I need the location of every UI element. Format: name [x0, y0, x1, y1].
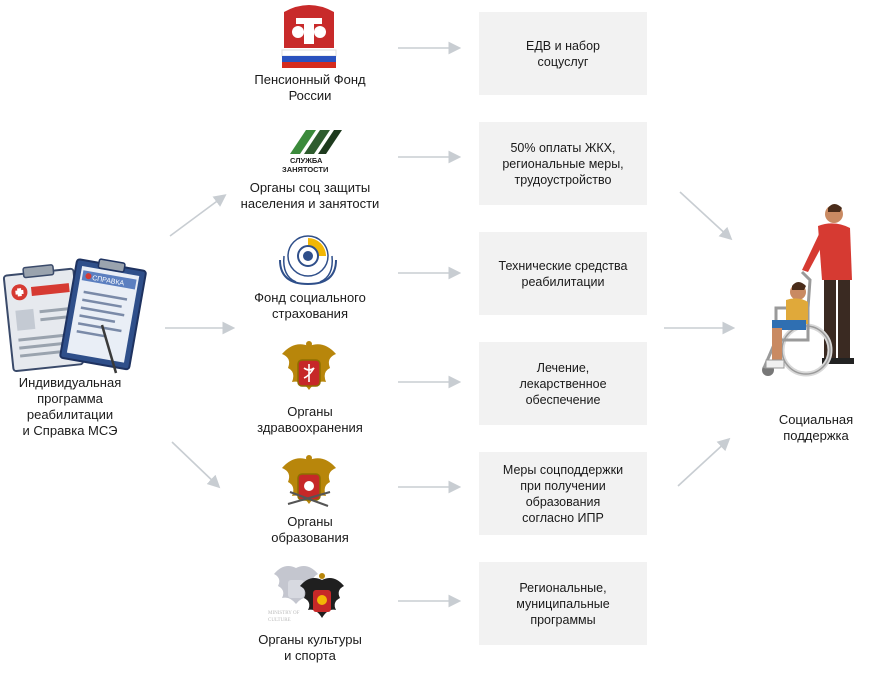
arrow-source-to-social-protection [169, 194, 227, 237]
svg-text:MINISTRY OF: MINISTRY OF [268, 611, 300, 616]
org-label-education: Органы образования [271, 514, 349, 545]
svg-text:CULTURE: CULTURE [268, 618, 291, 623]
source-label: Индивидуальная программа реабилитации и … [18, 375, 122, 438]
benefit-box-housing: 50% оплаты ЖКХ, региональные меры, трудо… [479, 122, 647, 205]
svg-text:ЗАНЯТОСТИ: ЗАНЯТОСТИ [282, 165, 328, 174]
benefit-box-education: Меры соцподдержки при получении образова… [479, 452, 647, 535]
culture-sport-coat-of-arms-icon: MINISTRY OF CULTURE [268, 566, 344, 623]
education-coat-of-arms-icon [282, 455, 336, 507]
org-label-pfr: Пенсионный Фонд России [254, 72, 366, 103]
arrow-source-to-education [171, 441, 221, 489]
pfr-logo-icon [281, 5, 337, 68]
org-label-social-protection: Органы соц защиты населения и занятости [240, 180, 380, 211]
employment-service-logo-icon: СЛУЖБА ЗАНЯТОСТИ [282, 130, 342, 174]
documents-icon: СПРАВКА [2, 258, 147, 374]
benefit-box-regional: Региональные, муниципальные программы [479, 562, 647, 645]
benefit-box-medical: Лечение, лекарственное обеспечение [479, 342, 647, 425]
target-label: Социальная поддержка [778, 412, 854, 443]
wheelchair-caregiver-icon [762, 204, 854, 377]
fss-logo-icon [279, 235, 337, 286]
health-coat-of-arms-icon [282, 341, 336, 390]
org-label-health: Органы здравоохранения [257, 404, 363, 435]
arrow-benefit-to-target-bottom [677, 437, 731, 487]
org-label-fss: Фонд социального страхования [254, 290, 366, 321]
benefit-box-edv: ЕДВ и набор соцуслуг [479, 12, 647, 95]
arrow-benefit-to-target-top [679, 191, 733, 241]
org-label-culture-sport: Органы культуры и спорта [258, 632, 362, 663]
svg-text:СЛУЖБА: СЛУЖБА [290, 156, 323, 165]
benefit-box-rehab-equipment: Технические средства реабилитации [479, 232, 647, 315]
